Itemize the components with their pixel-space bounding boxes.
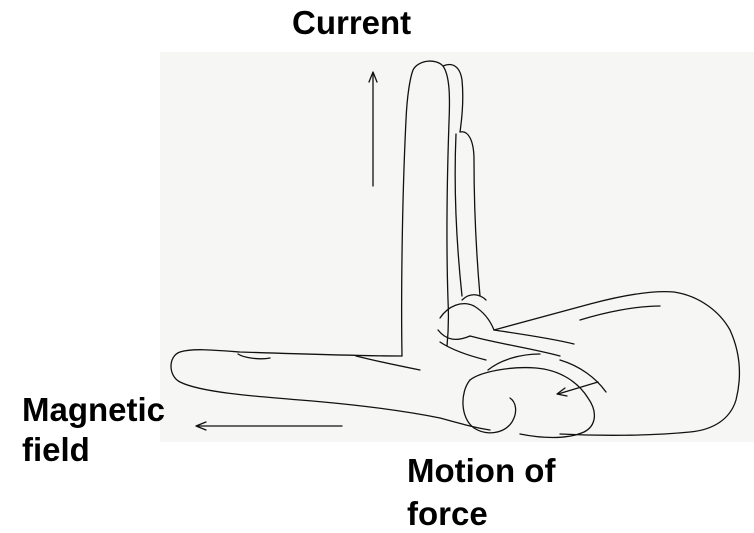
curled-fingers-outline [440, 342, 606, 438]
current-arrow-icon [369, 72, 377, 186]
middle-finger-outline [402, 61, 494, 356]
magnetic-field-arrow-icon [196, 422, 342, 430]
force-arrow-icon [557, 382, 598, 396]
thumb-and-palm-outline [171, 292, 739, 436]
current-label: Current [292, 4, 411, 42]
magnetic-field-label-line2: field [22, 431, 90, 469]
magnetic-field-label-line1: Magnetic [22, 391, 165, 429]
motion-of-force-label-line1: Motion of [407, 452, 555, 490]
motion-of-force-label-line2: force [407, 495, 488, 533]
